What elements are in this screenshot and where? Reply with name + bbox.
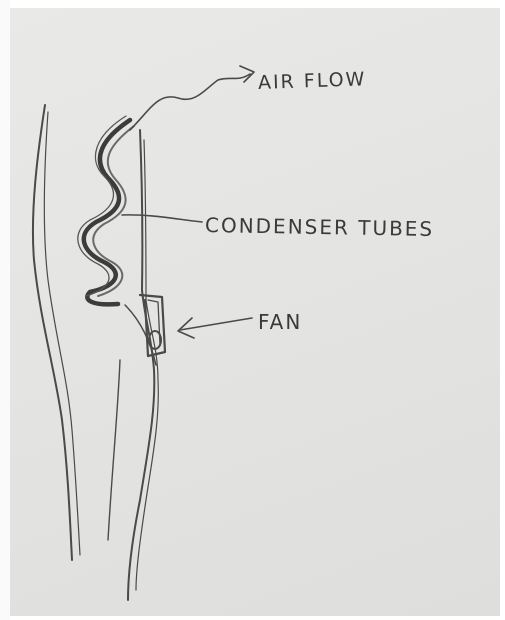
back-outline-right-2 [136, 140, 158, 590]
condenser-tubes-label: CONDENSER TUBES [205, 213, 435, 241]
condenser-leader-line [122, 215, 202, 222]
air-flow-arrowhead [240, 66, 254, 82]
back-inner-line [108, 360, 120, 540]
air-flow-label: AIR FLOW [258, 68, 367, 94]
body-outline-left-2 [44, 112, 80, 555]
air-flow-arrow-line [130, 74, 250, 130]
body-outline-left [33, 105, 72, 560]
back-outline-right [128, 130, 154, 600]
fan-label: FAN [258, 310, 302, 334]
